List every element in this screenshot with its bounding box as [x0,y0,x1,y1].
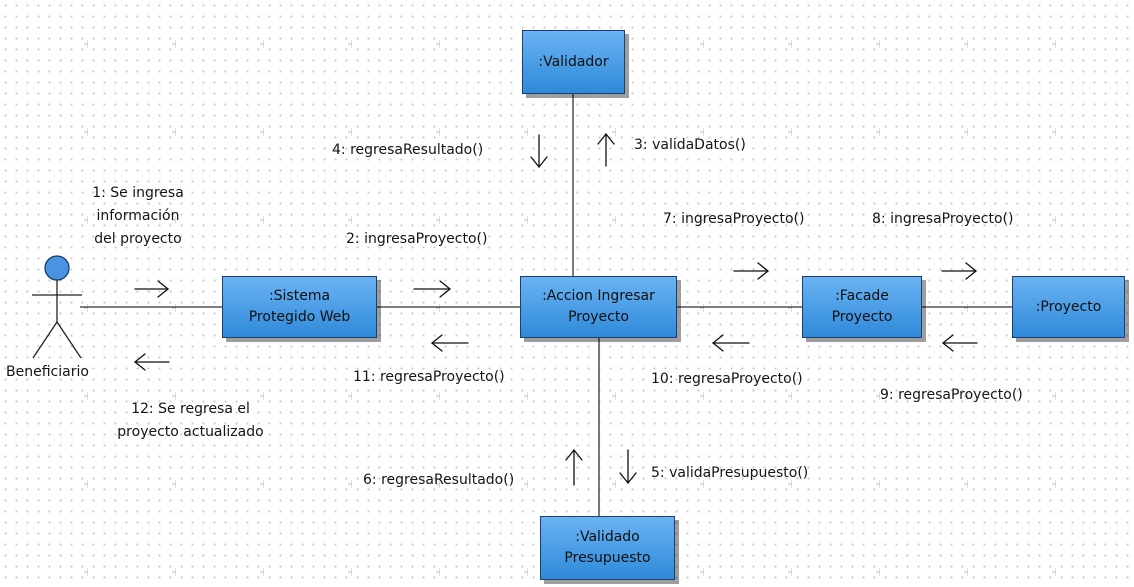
arrow-m6-up [565,448,583,486]
message-2-label: 2: ingresaProyecto() [346,231,488,247]
node-facade-proyecto[interactable]: :Facade Proyecto [802,276,922,338]
node-proyecto-label: :Proyecto [1035,298,1102,315]
message-12-label: 12: Se regresa el proyecto actualizado [117,401,264,440]
node-accion-label-line1: :Accion Ingresar [542,288,655,304]
arrow-m11-left [430,334,469,352]
node-sistema-protegido-web[interactable]: :Sistema Protegido Web [222,276,377,338]
arrow-m3-up [597,132,615,167]
node-validador-label: :Validador [538,53,609,70]
node-accion-ingresar-proyecto[interactable]: :Accion Ingresar Proyecto [520,276,677,338]
message-6-label: 6: regresaResultado() [363,472,515,488]
node-validado-presupuesto[interactable]: :Validado Presupuesto [540,516,675,580]
message-3-label: 3: validaDatos() [634,137,746,153]
arrow-m10-left [711,334,750,352]
message-7-label: 7: ingresaProyecto() [663,211,805,227]
actor-name: Beneficiario [6,364,89,380]
arrow-m4-down [530,134,548,169]
arrow-m12-left [133,353,170,371]
message-10-label: 10: regresaProyecto() [651,371,803,387]
arrow-m1-right [134,280,170,298]
message-8-label: 8: ingresaProyecto() [872,211,1014,227]
actor-figure [32,255,82,359]
arrow-m5-down [619,449,637,485]
message-4-label: 4: regresaResultado() [332,142,484,158]
message-11-label: 11: regresaProyecto() [353,369,505,385]
node-accion-label-line2: Proyecto [568,309,629,325]
message-1-label: 1: Se ingresa información del proyecto [92,185,184,247]
node-facade-label-line2: Proyecto [831,309,893,325]
node-sistema-label-line1: :Sistema [268,288,331,304]
node-presupuesto-label-line2: Presupuesto [564,550,651,566]
node-validador[interactable]: :Validador [522,30,625,94]
node-facade-label-line1: :Facade [835,288,889,304]
message-9-label: 9: regresaProyecto() [880,387,1023,403]
arrow-m7-right [733,262,770,280]
message-5-label: 5: validaPresupuesto() [651,465,809,481]
arrow-m9-left [941,334,978,352]
node-proyecto[interactable]: :Proyecto [1012,276,1125,338]
actor-head [44,255,70,281]
node-sistema-label-line2: Protegido Web [248,309,351,325]
arrow-m8-right [941,262,978,280]
arrow-m2-right [413,280,452,298]
node-presupuesto-label-line1: :Validado [575,529,640,545]
